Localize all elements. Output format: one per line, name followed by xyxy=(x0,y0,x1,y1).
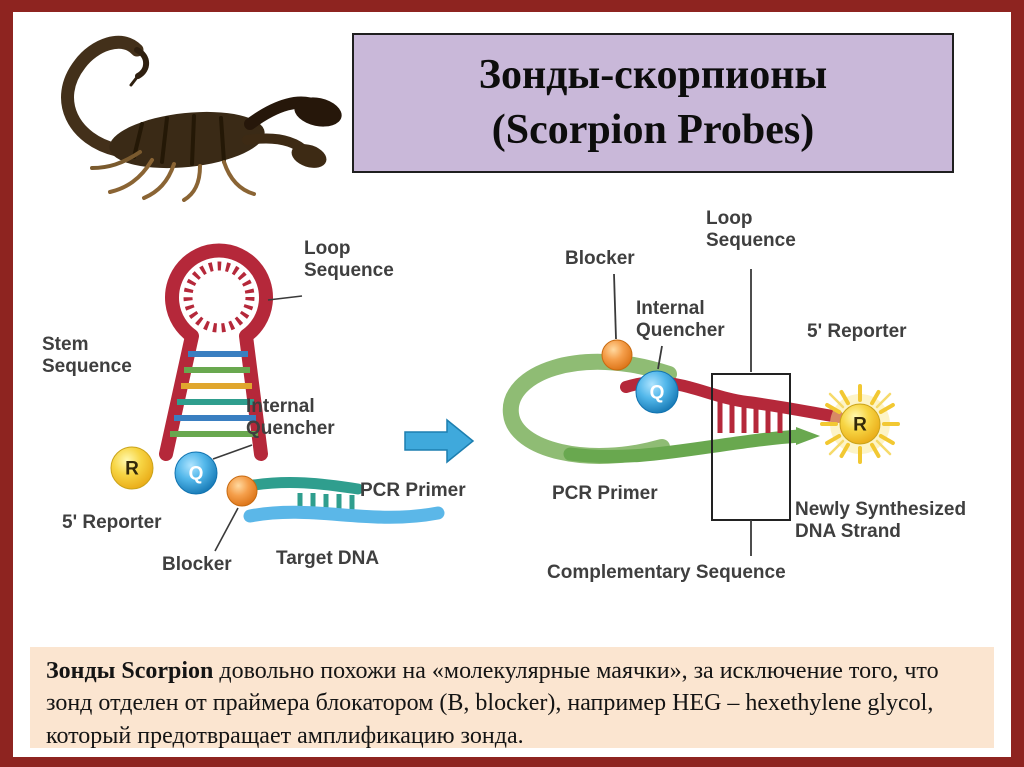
blocker-ball xyxy=(226,475,258,507)
label-newly-synthesized: Newly Synthesized DNA Strand xyxy=(795,499,967,543)
probe-diagram-art: R Q Q xyxy=(110,243,900,556)
hairpin-loop xyxy=(165,243,273,342)
right-pointer-lines xyxy=(613,269,752,556)
label-internal-quencher-right: Internal Quencher xyxy=(636,298,725,342)
reporter-ball-right xyxy=(839,403,881,445)
slide-title: Зонды-скорпионы (Scorpion Probes) xyxy=(352,33,954,173)
label-stem-sequence: Stem Sequence xyxy=(42,334,132,378)
label-loop-sequence-right: Loop Sequence xyxy=(706,208,796,252)
label-pcr-primer-left: PCR Primer xyxy=(360,480,466,501)
label-loop-sequence-left: Loop Sequence xyxy=(304,238,394,282)
pcr-primer-strand xyxy=(248,476,364,495)
transition-arrow xyxy=(404,418,475,464)
label-complementary-sequence: Complementary Sequence xyxy=(547,562,786,583)
scorpion-image xyxy=(61,35,342,202)
label-reporter-right: 5' Reporter xyxy=(807,321,907,342)
quencher-ball-right xyxy=(635,370,679,414)
quencher-letter-right: Q xyxy=(650,383,665,404)
blocker-ball-right xyxy=(601,339,633,371)
new-dna-strand xyxy=(563,429,807,464)
reporter-starburst: R xyxy=(820,384,900,464)
hairpin-loop-hatch xyxy=(183,261,255,333)
reporter-ball xyxy=(110,446,154,490)
reporter-letter-right: R xyxy=(853,415,867,436)
left-pointer-lines xyxy=(212,295,303,552)
label-blocker-right: Blocker xyxy=(565,248,635,269)
target-dna-strand xyxy=(243,505,445,524)
footer-text-box: Зонды Scorpion довольно похожи на «молек… xyxy=(30,647,994,749)
slide-border-top xyxy=(0,0,1024,12)
slide-border-left xyxy=(0,0,13,767)
slide-border-right xyxy=(1011,0,1024,767)
scorpion-probe-diagram: R Q Q xyxy=(14,196,1010,644)
label-blocker-left: Blocker xyxy=(162,554,232,575)
footer-paragraph: Зонды Scorpion довольно похожи на «молек… xyxy=(46,655,978,752)
probe-hybridization-teeth xyxy=(717,399,783,433)
footer-bold-lead: Зонды Scorpion xyxy=(46,658,214,684)
label-reporter-left: 5' Reporter xyxy=(62,512,162,533)
quencher-letter: Q xyxy=(189,464,204,485)
reporter-letter: R xyxy=(125,459,139,480)
slide-title-line2: (Scorpion Probes) xyxy=(491,107,815,153)
label-internal-quencher-left: Internal Quencher xyxy=(246,396,335,440)
footer-body-text: довольно похожи на «молекулярные маячки»… xyxy=(46,658,939,749)
slide-title-line1: Зонды-скорпионы xyxy=(478,52,828,99)
label-target-dna: Target DNA xyxy=(276,548,380,569)
stem-rungs xyxy=(170,351,258,437)
new-dna-arrowhead xyxy=(796,427,820,445)
slide-border-bottom xyxy=(0,757,1024,767)
stem-rail-right xyxy=(239,329,268,461)
quencher-ball xyxy=(174,451,218,495)
label-pcr-primer-right: PCR Primer xyxy=(552,483,658,504)
